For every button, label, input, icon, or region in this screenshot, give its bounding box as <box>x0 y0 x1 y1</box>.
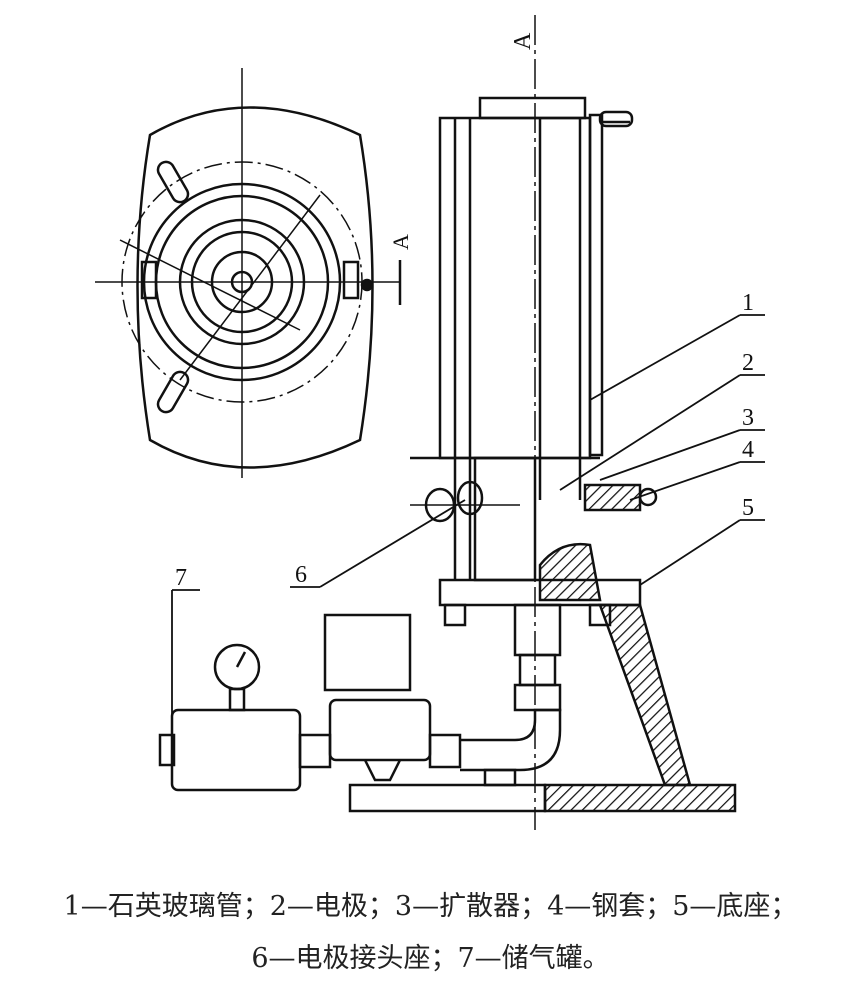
caption-line-1: 1—石英玻璃管；2—电极；3—扩散器；4—钢套；5—底座； <box>63 891 798 922</box>
part-leaders <box>171 314 765 720</box>
apparatus-diagram: A A <box>95 15 765 830</box>
gas-tank-and-valve <box>158 613 562 792</box>
base-plate <box>348 783 547 813</box>
section-label-a-top: A <box>388 234 413 250</box>
quartz-tube-assembly <box>410 96 692 787</box>
part-number-4: 4 <box>742 437 754 463</box>
part-number-1: 1 <box>742 290 754 316</box>
part-number-6: 6 <box>295 562 307 588</box>
section-label-a-main: A <box>510 32 536 50</box>
part-number-5: 5 <box>742 495 754 521</box>
top-view: A <box>95 68 413 478</box>
part-number-2: 2 <box>742 350 754 376</box>
caption-line-2: 6—电极接头座；7—储气罐。 <box>251 943 610 974</box>
part-number-7: 7 <box>175 565 187 591</box>
part-number-3: 3 <box>742 405 754 431</box>
